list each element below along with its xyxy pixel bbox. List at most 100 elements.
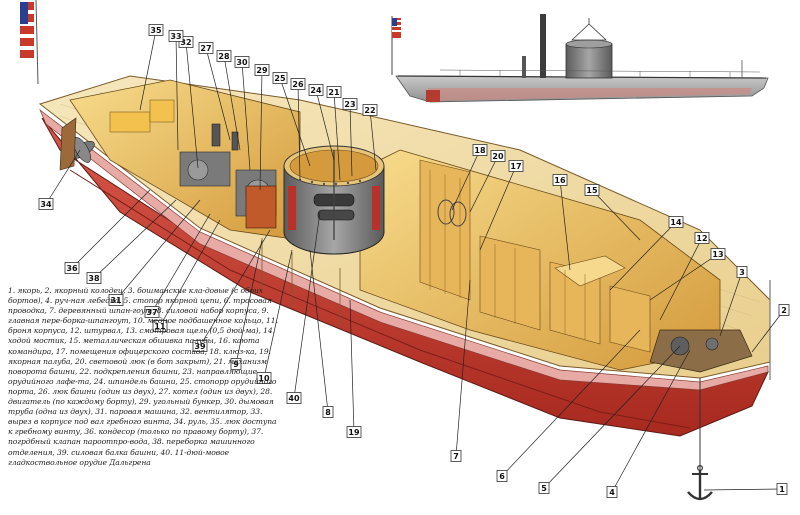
callout-leader <box>591 189 641 241</box>
callout-leader <box>611 349 691 493</box>
callout-25: 25 <box>272 72 311 167</box>
callout-leader <box>223 55 241 151</box>
callout-box <box>286 392 302 404</box>
callout-number: 16 <box>554 176 566 185</box>
callout-box <box>552 174 568 186</box>
callout-30: 30 <box>234 56 251 171</box>
callout-leader <box>309 249 329 413</box>
callout-number: 33 <box>170 32 181 41</box>
callout-36: 36 <box>64 189 151 274</box>
callout-number: 38 <box>88 274 100 283</box>
callout-16: 16 <box>552 174 571 271</box>
callout-box <box>606 486 618 498</box>
callout-27: 27 <box>198 42 231 141</box>
callout-box <box>192 340 208 352</box>
callout-leader <box>139 29 157 111</box>
callout-box <box>148 24 164 36</box>
callout-leader <box>333 91 341 181</box>
callout-leader <box>199 229 271 347</box>
callout-box <box>216 50 232 62</box>
cutaway-ship <box>20 0 771 501</box>
side-view-ship <box>391 14 769 103</box>
callout-leader <box>649 253 719 301</box>
callout-box <box>776 483 788 495</box>
callout-box <box>308 84 324 96</box>
callout-leader <box>259 69 263 191</box>
callout-26: 26 <box>290 78 306 181</box>
callout-leader <box>205 47 231 141</box>
callout-number: 14 <box>670 218 682 227</box>
callout-box <box>490 150 506 162</box>
callout-number: 10 <box>258 374 270 383</box>
callout-number: 24 <box>310 86 322 95</box>
callout-number: 37 <box>146 308 157 317</box>
callout-number: 9 <box>233 360 239 369</box>
callout-leader <box>151 213 211 313</box>
callout-number: 26 <box>292 80 304 89</box>
callout-number: 19 <box>348 428 360 437</box>
callout-number: 11 <box>154 322 166 331</box>
callout-box <box>710 248 726 260</box>
callout-number: 8 <box>325 408 331 417</box>
callout-leader <box>559 179 571 271</box>
callout-box <box>108 294 124 306</box>
callout-22: 22 <box>362 104 378 171</box>
callout-number: 15 <box>586 186 598 195</box>
callout-leader <box>703 488 783 491</box>
callout-box <box>230 358 242 370</box>
callout-box <box>86 272 102 284</box>
callout-4: 4 <box>606 349 691 498</box>
callout-number: 13 <box>712 250 723 259</box>
callout-6: 6 <box>496 329 641 482</box>
callout-leader <box>159 219 221 327</box>
callout-leader <box>719 271 743 337</box>
callout-box <box>38 198 54 210</box>
callout-box <box>178 36 194 48</box>
callout-39: 39 <box>192 229 271 352</box>
callout-1: 1 <box>703 483 788 495</box>
callout-number: 1 <box>779 485 785 494</box>
callout-layer: 1234567891011121314151617181920212223242… <box>38 24 790 498</box>
callout-number: 40 <box>288 394 300 403</box>
callout-box <box>234 56 250 68</box>
callout-number: 39 <box>194 342 206 351</box>
callout-leader <box>369 109 377 171</box>
callout-number: 35 <box>150 26 162 35</box>
callout-leader <box>451 149 481 211</box>
callout-23: 23 <box>342 98 358 177</box>
callout-number: 29 <box>256 66 268 75</box>
callout-box <box>668 216 684 228</box>
callout-33: 33 <box>168 30 184 151</box>
callout-leader <box>241 61 251 171</box>
callout-38: 38 <box>86 199 177 284</box>
callout-number: 30 <box>236 58 248 67</box>
callout-box <box>322 406 334 418</box>
callout-leader <box>279 77 311 167</box>
callout-17: 17 <box>479 160 524 251</box>
callout-21: 21 <box>326 86 342 181</box>
callout-14: 14 <box>609 216 684 291</box>
callout-leader <box>185 41 199 169</box>
callout-31: 31 <box>108 199 201 306</box>
callout-leader <box>263 249 293 379</box>
callout-box <box>168 30 184 42</box>
callout-number: 12 <box>696 234 707 243</box>
callout-28: 28 <box>216 50 241 151</box>
callout-box <box>342 98 358 110</box>
callout-2: 2 <box>751 304 790 353</box>
callout-18: 18 <box>451 144 488 211</box>
callout-number: 3 <box>739 268 745 277</box>
callout-box <box>450 450 462 462</box>
callout-number: 2 <box>781 306 787 315</box>
callout-box <box>346 426 362 438</box>
callout-number: 36 <box>66 264 78 273</box>
callout-37: 37 <box>144 213 211 318</box>
callout-box <box>152 320 168 332</box>
gun-turret <box>283 145 385 255</box>
callout-box <box>778 304 790 316</box>
callout-8: 8 <box>309 249 334 418</box>
callout-leader <box>349 103 353 177</box>
callout-box <box>508 160 524 172</box>
callout-box <box>64 262 80 274</box>
